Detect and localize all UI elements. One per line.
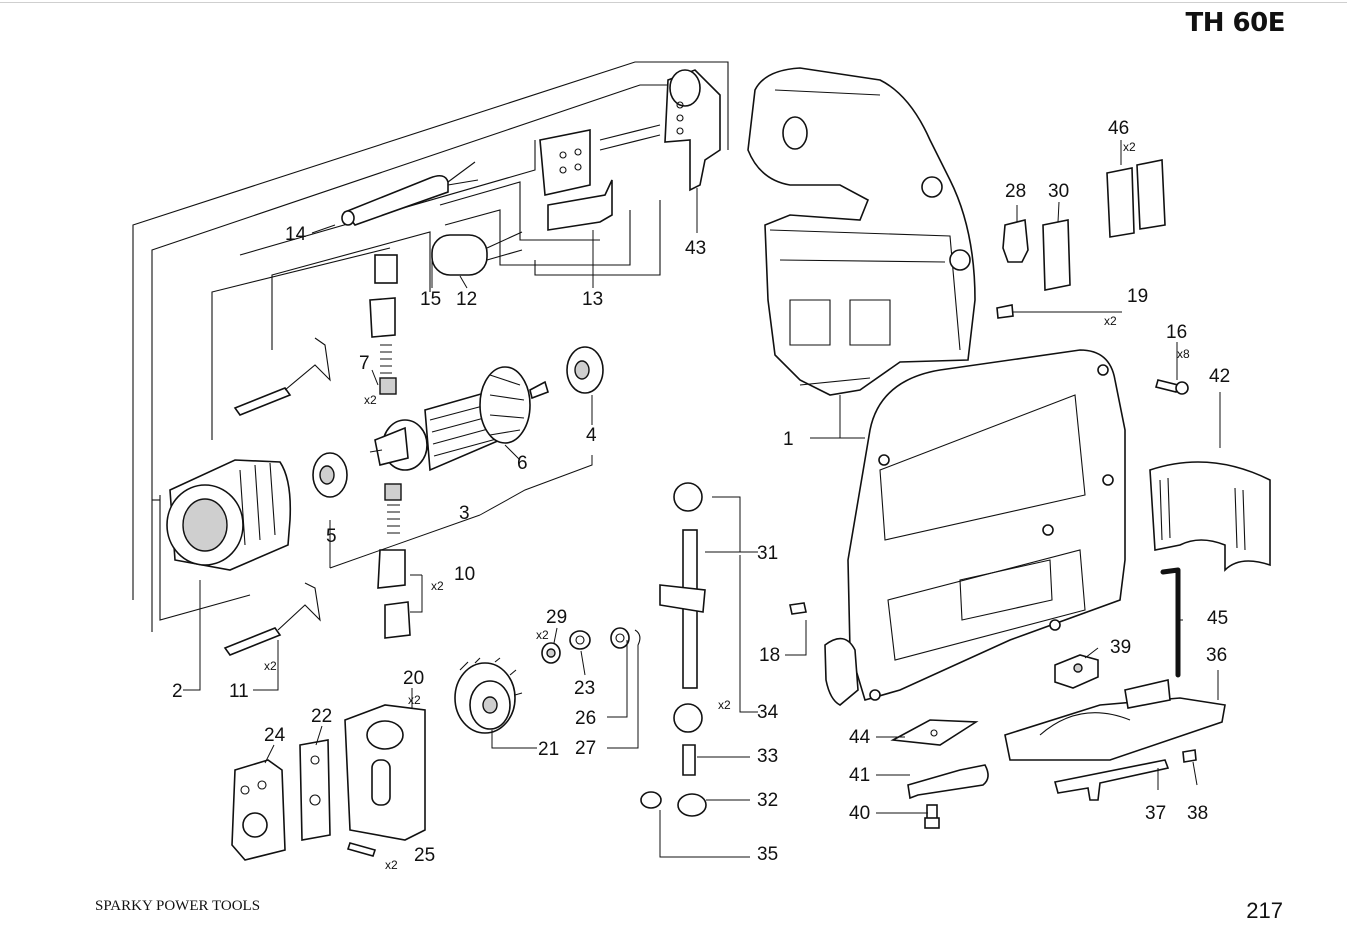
page-number: 217 (1246, 898, 1283, 923)
label-45: 45 (1207, 608, 1228, 629)
label-6: 6 (517, 453, 528, 474)
brand-footer: SPARKY POWER TOOLS (95, 898, 261, 914)
label-32: 32 (757, 790, 778, 811)
qty-29: x2 (536, 628, 549, 642)
label-1: 1 (783, 429, 794, 450)
label-39: 39 (1110, 637, 1131, 658)
screw-25 (346, 842, 377, 857)
lever-41 (907, 764, 989, 800)
label-41: 41 (849, 765, 870, 786)
switch-part-43 (664, 69, 721, 192)
brush-holder-upper (369, 254, 398, 395)
bearing-5 (312, 452, 348, 498)
bearing-4 (566, 346, 604, 394)
label-11: 11 (229, 681, 249, 702)
label-46: 46 (1108, 118, 1129, 139)
label-25: 25 (414, 845, 435, 866)
label-29: 29 (546, 607, 567, 628)
qty-25: x2 (385, 858, 398, 872)
small-part-38 (1182, 749, 1197, 763)
top-rule (0, 2, 1347, 3)
stator (166, 459, 292, 571)
leader-lines (183, 140, 1221, 858)
housing-right-half (847, 349, 1126, 701)
qty-10: x2 (431, 579, 444, 593)
hex-key-37 (1054, 759, 1170, 801)
label-40: 40 (849, 803, 870, 824)
housing-left-half (747, 67, 976, 396)
power-cord-sleeve (341, 161, 479, 226)
small-bearings (541, 627, 641, 664)
label-16: 16 (1166, 322, 1187, 343)
plunger-rod (640, 482, 707, 817)
qty-19: x2 (1104, 314, 1117, 328)
qty-11: x2 (264, 659, 277, 673)
model-title: TH 60E (1185, 8, 1286, 38)
label-43: 43 (685, 238, 706, 259)
block-30 (1042, 219, 1071, 291)
clip-28 (1002, 218, 1029, 263)
block-39 (1054, 654, 1099, 689)
plate-20 (344, 704, 426, 841)
plate-44 (890, 719, 979, 746)
label-4: 4 (586, 425, 597, 446)
qty-34: x2 (718, 698, 731, 712)
label-18: 18 (759, 645, 780, 666)
label-2: 2 (172, 681, 183, 702)
connecting-wire-upper (233, 337, 331, 416)
label-19: 19 (1127, 286, 1148, 307)
label-7: 7 (359, 353, 370, 374)
label-24: 24 (264, 725, 286, 746)
part-labels: 1 2 3 4 5 6 7 x2 10 x2 11 x2 12 13 14 15… (172, 118, 1230, 872)
qty-16: x8 (1177, 347, 1190, 361)
housing-nose-guard (824, 637, 859, 706)
label-42: 42 (1209, 366, 1230, 387)
label-37: 37 (1145, 803, 1166, 824)
label-23: 23 (574, 678, 595, 699)
qty-7: x2 (364, 393, 377, 407)
brush-holder-lower (377, 483, 411, 639)
label-36: 36 (1206, 645, 1227, 666)
label-38: 38 (1187, 803, 1208, 824)
label-33: 33 (757, 746, 778, 767)
hex-key-45 (1160, 567, 1181, 678)
label-31: 31 (757, 543, 778, 564)
qty-46: x2 (1123, 140, 1136, 154)
label-3: 3 (459, 503, 470, 524)
label-44: 44 (849, 727, 871, 748)
connecting-wire-lower (223, 582, 321, 656)
label-13: 13 (582, 289, 603, 310)
base-plate (1004, 679, 1226, 761)
qty-20: x2 (408, 693, 421, 707)
small-block-19 (996, 304, 1014, 319)
switch-part-13 (539, 129, 613, 231)
label-35: 35 (757, 844, 778, 865)
screw-40 (924, 804, 940, 829)
capacitor (431, 231, 523, 276)
label-30: 30 (1048, 181, 1069, 202)
guard-42 (1149, 461, 1271, 572)
label-28: 28 (1005, 181, 1026, 202)
blocks-46 (1106, 159, 1166, 238)
label-12: 12 (456, 289, 477, 310)
plate-24 (231, 759, 286, 861)
label-14: 14 (285, 224, 307, 245)
label-22: 22 (311, 706, 332, 727)
label-5: 5 (326, 526, 337, 547)
label-20: 20 (403, 668, 424, 689)
pin-18 (789, 602, 807, 615)
label-26: 26 (575, 708, 596, 729)
plate-22 (299, 739, 331, 841)
label-15: 15 (420, 289, 441, 310)
armature (369, 366, 549, 472)
label-27: 27 (575, 738, 596, 759)
label-10: 10 (454, 564, 475, 585)
label-21: 21 (538, 739, 559, 760)
screw-16 (1155, 379, 1189, 395)
gear (454, 657, 523, 734)
label-34: 34 (757, 702, 779, 723)
